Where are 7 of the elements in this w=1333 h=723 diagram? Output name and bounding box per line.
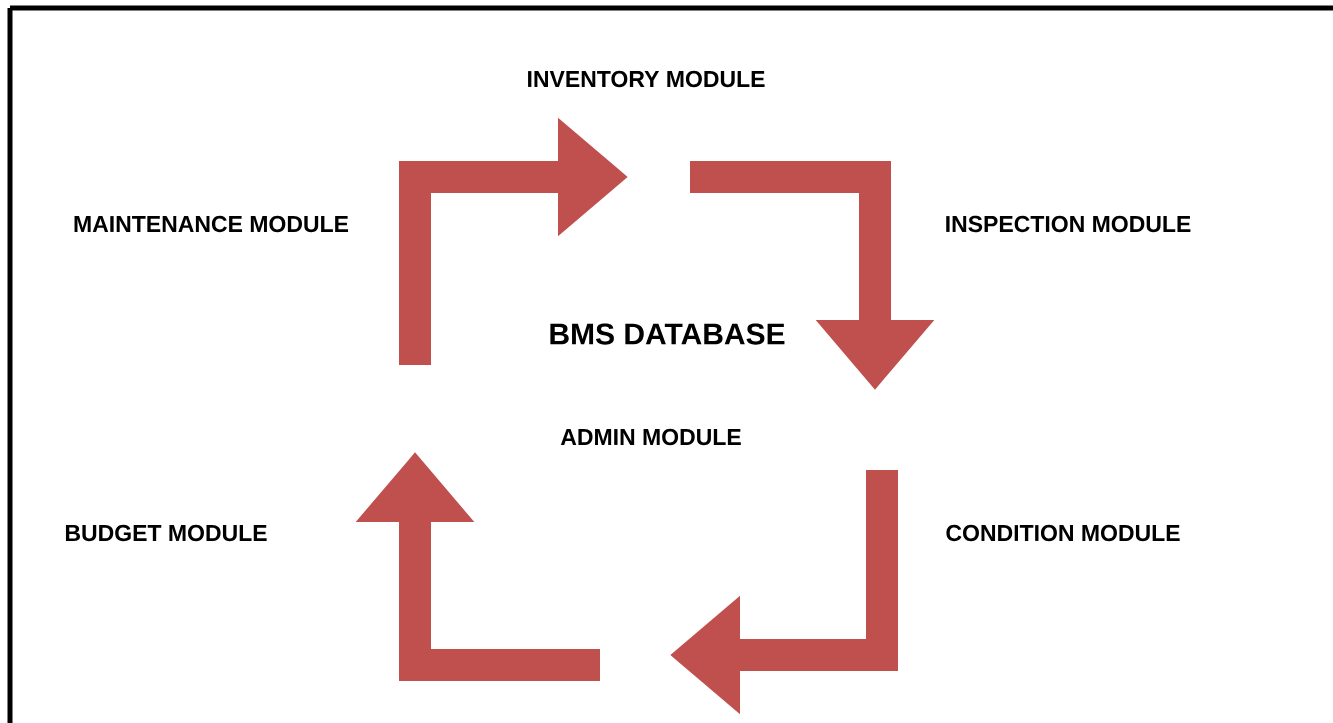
module-label: INSPECTION MODULE xyxy=(946,215,1191,233)
module-label: MAINTENANCE MODULE xyxy=(74,215,349,233)
title-label: BMS DATABASE xyxy=(550,323,785,345)
module-label: INVENTORY MODULE xyxy=(528,70,765,88)
module-label: ADMIN MODULE xyxy=(560,428,741,446)
module-label: CONDITION MODULE xyxy=(946,524,1180,542)
module-label: BUDGET MODULE xyxy=(65,524,267,542)
